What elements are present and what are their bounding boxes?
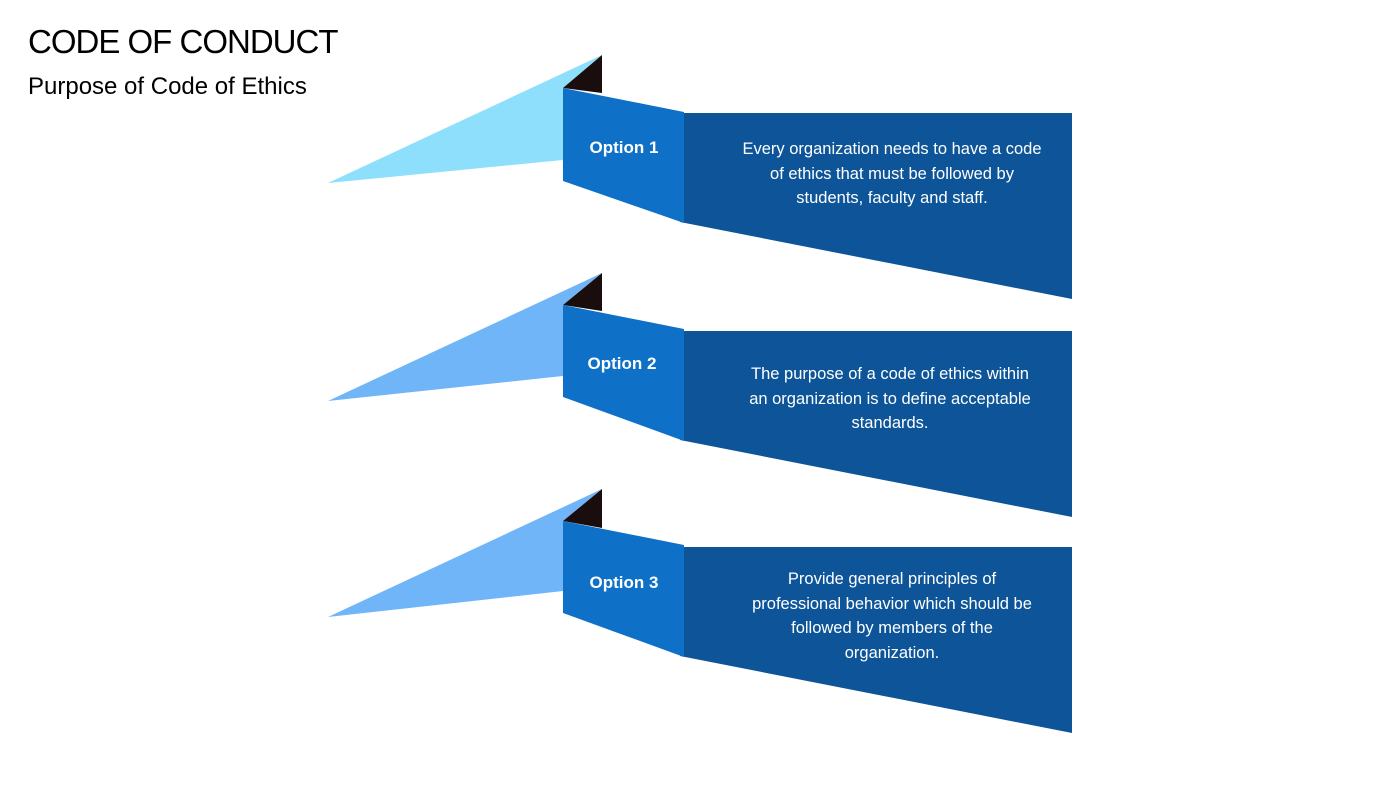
ribbon-3-tail	[328, 489, 602, 617]
option-3-label: Option 3	[589, 573, 659, 592]
ribbon-2-fold	[563, 273, 602, 311]
ribbon-2-tail	[328, 273, 602, 401]
ribbon-3-front-panel	[563, 521, 684, 657]
option-1-text: Every organization needs to have a code …	[742, 140, 1042, 207]
option-3-text: Provide general principles of profession…	[752, 570, 1032, 662]
ribbon-2-body-panel	[680, 331, 1072, 517]
ribbon-2-front-panel	[563, 305, 684, 441]
ribbon-1-front-panel	[563, 88, 684, 223]
ribbon-option-1	[328, 55, 1072, 299]
ribbon-1-tail	[328, 55, 602, 183]
ribbon-1-fold	[563, 55, 602, 93]
ribbon-3-fold	[563, 489, 602, 528]
page-title: CODE OF CONDUCT	[28, 23, 338, 60]
option-1-label: Option 1	[589, 138, 659, 157]
ribbon-3-body-panel	[680, 547, 1072, 733]
ribbon-1-body-panel	[680, 113, 1072, 299]
option-2-label: Option 2	[587, 354, 657, 373]
page-subtitle: Purpose of Code of Ethics	[28, 73, 307, 100]
ribbon-option-2	[328, 273, 1072, 517]
ribbon-option-3	[328, 489, 1072, 733]
option-2-text: The purpose of a code of ethics within a…	[749, 365, 1031, 432]
